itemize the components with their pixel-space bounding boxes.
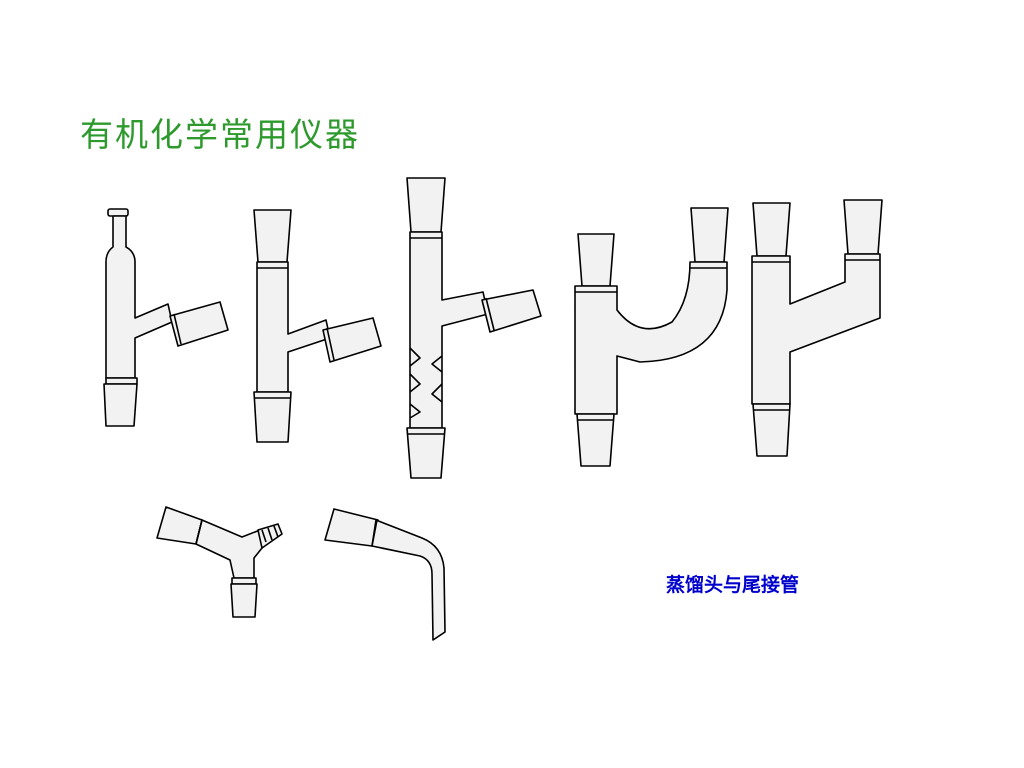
caption-label: 蒸馏头与尾接管 xyxy=(666,574,800,596)
claisen-adapter-illustration xyxy=(751,199,883,457)
page-title: 有机化学常用仪器 xyxy=(80,115,360,154)
claisen-head-illustration xyxy=(574,207,729,467)
distillation-head-stopper-illustration xyxy=(103,208,229,427)
vacuum-adapter-illustration xyxy=(156,506,283,618)
bent-adapter-illustration xyxy=(324,508,446,641)
distillation-head-illustration xyxy=(253,209,382,443)
fractionating-column-illustration xyxy=(406,177,542,479)
